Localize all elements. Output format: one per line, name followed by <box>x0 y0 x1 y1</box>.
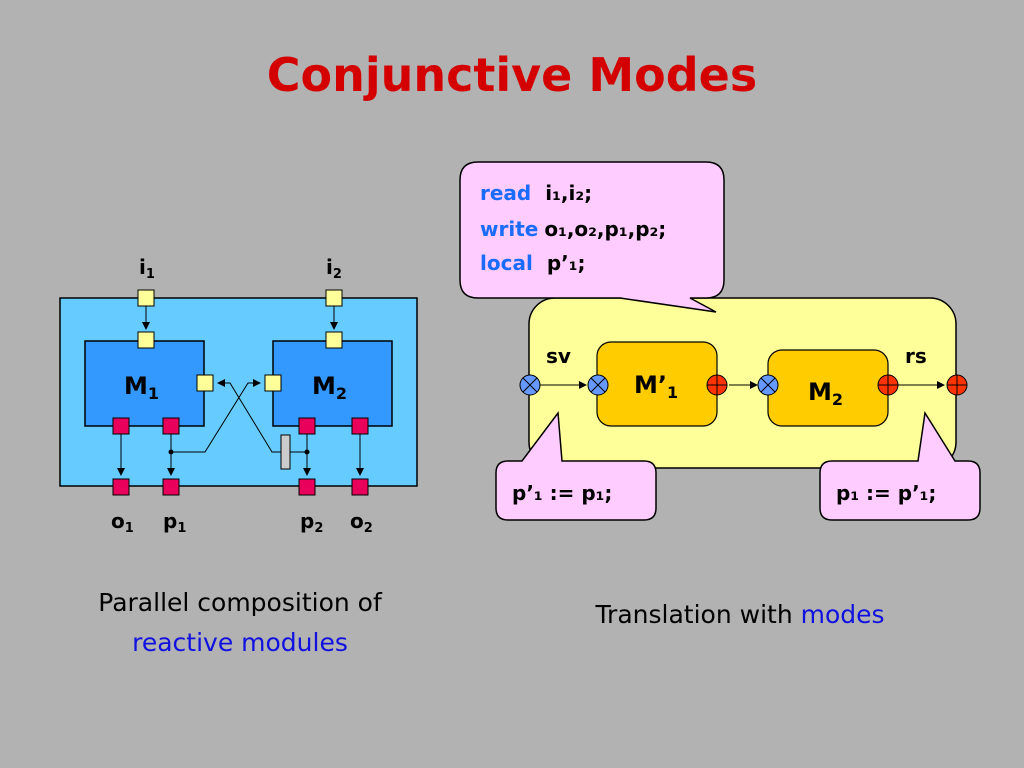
output-port-m1-p1 <box>162 417 180 435</box>
slide-title: Conjunctive Modes <box>266 48 758 102</box>
output-port-m2-o2 <box>351 417 369 435</box>
caption-left-line2: reactive modules <box>132 628 348 657</box>
entry-assignment-text: p’₁ := p₁; <box>512 481 612 505</box>
output-label-o1: o1 <box>111 509 134 536</box>
exit-assignment-text: p₁ := p’₁; <box>836 481 936 505</box>
output-port-m1-o1 <box>112 417 130 435</box>
caption-right-prefix: Translation with <box>595 600 801 629</box>
caption-left: Parallel composition of reactive modules <box>40 583 440 663</box>
output-port-o2 <box>351 478 369 496</box>
caption-right-highlight: modes <box>800 600 885 629</box>
exit-label-rs: rs <box>905 344 927 368</box>
output-port-o1 <box>112 478 130 496</box>
exit-assignment-callout <box>819 410 981 521</box>
entry-assignment-callout <box>495 410 657 521</box>
output-label-p1: p1 <box>163 509 186 536</box>
entry-point-icon <box>757 374 779 396</box>
module-m1-label: M1 <box>124 372 159 403</box>
input-port-i1-outer <box>137 289 155 307</box>
entry-point-icon <box>519 374 541 396</box>
output-label-o2: o2 <box>350 509 373 536</box>
module-m2-label: M2 <box>312 372 347 403</box>
module-m2-box <box>272 340 393 427</box>
declaration-callout <box>459 161 725 313</box>
mode-m1-label: M’1 <box>634 371 678 402</box>
delay-bar <box>280 434 291 470</box>
input-port-m1-side <box>196 374 214 392</box>
input-port-m1-top <box>137 331 155 349</box>
caption-left-line1: Parallel composition of <box>98 588 382 617</box>
entry-point-icon <box>587 374 609 396</box>
exit-point-icon <box>706 374 728 396</box>
output-port-p1 <box>162 478 180 496</box>
caption-right: Translation with modes <box>520 600 960 629</box>
output-label-p2: p2 <box>300 509 323 536</box>
exit-point-icon <box>877 374 899 396</box>
input-port-m2-side <box>264 374 282 392</box>
exit-point-icon <box>946 374 968 396</box>
input-label-i2: i2 <box>326 255 342 282</box>
output-port-p2 <box>298 478 316 496</box>
input-port-i2-outer <box>325 289 343 307</box>
output-port-m2-p2 <box>298 417 316 435</box>
entry-label-sv: sv <box>546 344 571 368</box>
input-port-m2-top <box>325 331 343 349</box>
mode-m2-label: M2 <box>808 378 843 409</box>
input-label-i1: i1 <box>139 255 155 282</box>
